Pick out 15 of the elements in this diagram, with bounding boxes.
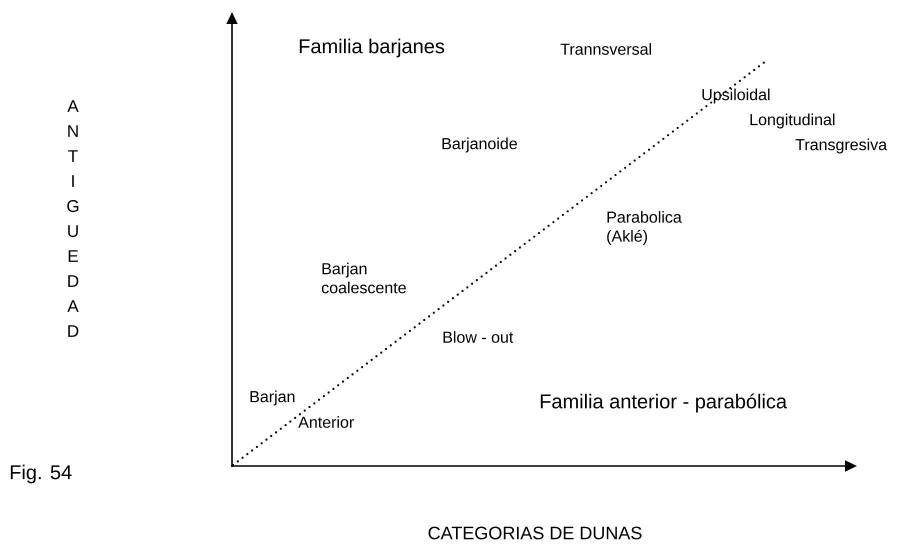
- dune-label: Upsiloidal: [702, 88, 770, 104]
- dune-label: Longitudinal: [750, 114, 834, 128]
- family-label: Familia anterior - parabólica: [540, 394, 788, 412]
- axis-label: CATEGORIAS DE DUNAS: [428, 526, 642, 540]
- axis-label: ANTIGUEDAD: [67, 100, 79, 337]
- dune-label: Parabolica (Aklé): [607, 211, 682, 245]
- dune-label: Trannsversal: [560, 43, 651, 55]
- dune-label: Blow - out: [444, 331, 514, 343]
- dune-label: Barjanoide: [442, 138, 517, 152]
- dune-label: Barjan coalescente: [322, 262, 406, 294]
- dune-label: Transgresiva: [796, 138, 888, 154]
- dune-label: Barjan: [250, 390, 294, 406]
- figure-number: Fig. 54: [10, 464, 72, 484]
- dune-label: Anterior: [298, 416, 354, 428]
- family-label: Familia barjanes: [300, 38, 444, 58]
